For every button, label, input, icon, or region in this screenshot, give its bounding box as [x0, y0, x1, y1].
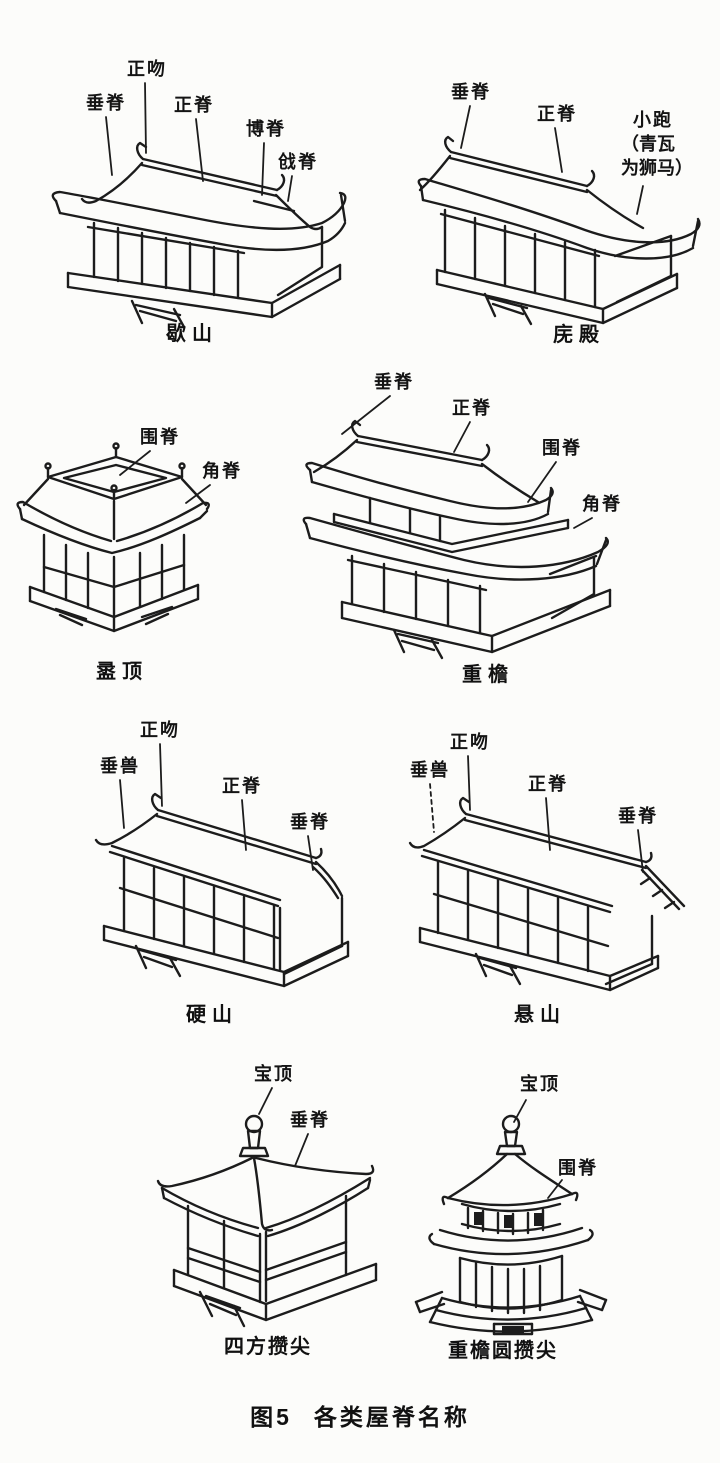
panel-yuanzan: 宝顶 围脊 重檐圆攒尖 — [408, 1062, 643, 1370]
label-yingshan-zhengwen: 正吻 — [140, 720, 180, 740]
label-xieshan-qiangji: 戗脊 — [278, 152, 318, 172]
caption-luding: 盝顶 — [96, 661, 148, 683]
label-wudian-xiaopao: 小跑 — [633, 110, 673, 130]
caption-xieshan: 歇山 — [166, 323, 218, 345]
figure-number: 图5 — [250, 1404, 292, 1430]
wudian-leader-lines — [460, 105, 644, 215]
yuanzan-building — [414, 1114, 608, 1336]
yuanzan-drawing — [414, 1099, 608, 1336]
panel-wudian: 垂脊 正脊 小跑 （青瓦 为狮马） 庑殿 — [415, 60, 715, 355]
label-yuanzan-baoding: 宝顶 — [520, 1074, 560, 1094]
caption-yingshan: 硬山 — [186, 1004, 238, 1026]
sifang-drawing — [156, 1087, 378, 1328]
panel-sifang: 宝顶 垂脊 四方攒尖 — [148, 1058, 403, 1368]
xuanshan-drawing — [408, 755, 686, 992]
xieshan-building — [51, 141, 347, 329]
chongyan-leader-lines — [341, 395, 593, 529]
panel-xuanshan: 正吻 垂兽 正脊 垂脊 悬山 — [398, 712, 718, 1037]
label-xuanshan-chuishou: 垂兽 — [410, 760, 450, 780]
label-wudian-zhengji: 正脊 — [537, 104, 577, 124]
label-chongyan-weiji: 围脊 — [542, 438, 582, 458]
luding-building — [16, 442, 210, 633]
wudian-building — [417, 135, 701, 326]
label-sifang-baoding: 宝顶 — [254, 1064, 294, 1084]
caption-yuanzan: 重檐圆攒尖 — [448, 1340, 558, 1362]
panel-xieshan: 正吻 垂脊 正脊 博脊 戗脊 歇山 — [40, 55, 360, 355]
label-chongyan-zhengji: 正脊 — [452, 398, 492, 418]
panel-chongyan: 垂脊 正脊 围脊 角脊 重檐 — [300, 368, 720, 693]
xieshan-drawing — [51, 82, 347, 329]
label-xieshan-chuiji: 垂脊 — [86, 93, 126, 113]
chongyan-building — [302, 419, 612, 660]
label-chongyan-chuiji: 垂脊 — [374, 372, 414, 392]
figure-title: 各类屋脊名称 — [313, 1404, 470, 1430]
yingshan-leader-lines — [119, 743, 314, 871]
sifang-leader-lines — [258, 1087, 309, 1167]
figure-caption: 图5 各类屋脊名称 — [0, 1398, 720, 1432]
panel-luding: 围脊 角脊 盝顶 — [10, 415, 310, 700]
label-yingshan-chuiji: 垂脊 — [290, 812, 330, 832]
label-yuanzan-weiji: 围脊 — [558, 1158, 598, 1178]
label-xieshan-zhengwen: 正吻 — [127, 59, 167, 79]
label-xuanshan-chuiji: 垂脊 — [618, 806, 658, 826]
panel-yingshan: 正吻 垂兽 正脊 垂脊 硬山 — [80, 712, 365, 1037]
sifang-building — [156, 1114, 378, 1328]
label-chongyan-jiaoji: 角脊 — [582, 494, 622, 514]
label-xuanshan-zhengji: 正脊 — [528, 774, 568, 794]
luding-drawing — [16, 442, 211, 633]
label-luding-weiji: 围脊 — [140, 427, 180, 447]
label-yingshan-chuishou: 垂兽 — [100, 756, 140, 776]
label-wudian-chuiji: 垂脊 — [451, 82, 491, 102]
caption-chongyan: 重檐 — [462, 664, 514, 686]
label-wudian-xiaopao-note1: （青瓦 — [621, 134, 675, 154]
caption-xuanshan: 悬山 — [514, 1004, 566, 1026]
caption-wudian: 庑殿 — [553, 324, 605, 346]
label-wudian-xiaopao-note2: 为狮马） — [621, 158, 693, 178]
yingshan-building — [94, 792, 350, 988]
xuanshan-building — [408, 796, 686, 992]
label-yingshan-zhengji: 正脊 — [222, 776, 262, 796]
label-sifang-chuiji: 垂脊 — [290, 1110, 330, 1130]
label-xieshan-boji: 博脊 — [246, 119, 286, 139]
caption-sifang: 四方攒尖 — [224, 1336, 312, 1358]
label-xieshan-zhengji: 正脊 — [174, 95, 214, 115]
wudian-drawing — [417, 105, 701, 326]
yingshan-drawing — [94, 743, 350, 988]
label-luding-jiaoji: 角脊 — [202, 461, 242, 481]
label-xuanshan-zhengwen: 正吻 — [450, 732, 490, 752]
chongyan-drawing — [302, 395, 612, 660]
